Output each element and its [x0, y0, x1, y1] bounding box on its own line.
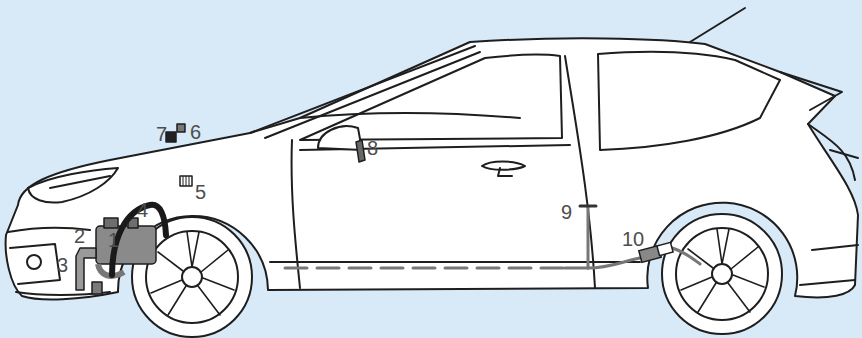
callout-number: 7 — [156, 124, 167, 144]
callout-number: 3 — [57, 255, 68, 275]
callout-number: 2 — [74, 226, 85, 246]
callout-number: 6 — [190, 122, 201, 142]
callout-number: 8 — [367, 138, 378, 158]
callout-number: 9 — [561, 202, 572, 222]
callout-number: 4 — [137, 200, 148, 220]
callout-number: 10 — [622, 229, 644, 249]
callout-number: 1 — [108, 230, 119, 250]
callout-number: 5 — [195, 182, 206, 202]
